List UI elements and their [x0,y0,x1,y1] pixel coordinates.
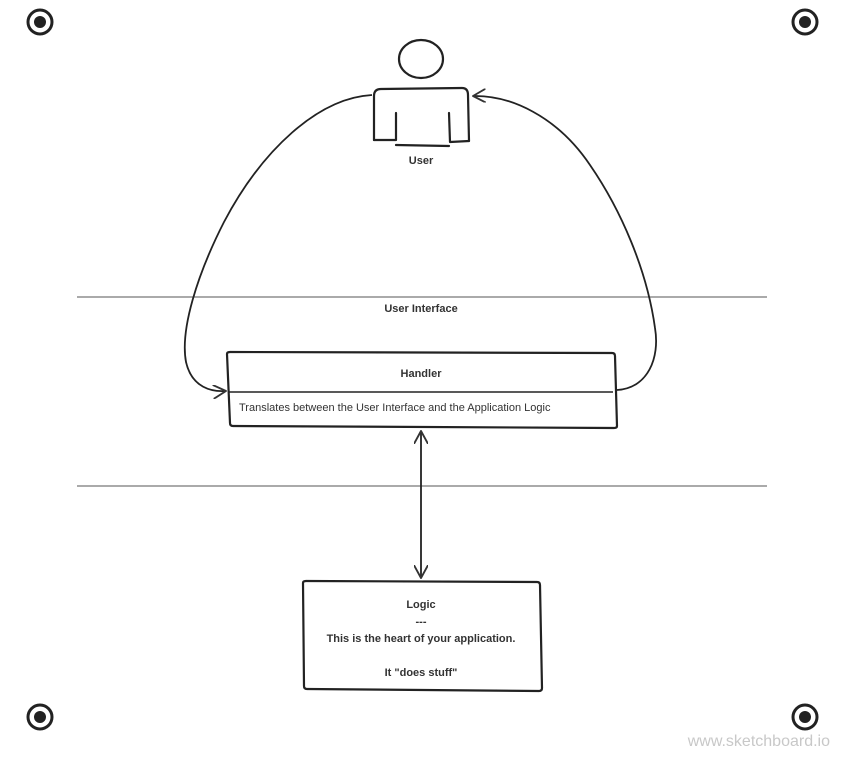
user-icon[interactable] [372,38,471,148]
logic-line-1: This is the heart of your application. [326,633,516,645]
layer-label: User Interface [384,303,458,315]
corner-target-icon-bottom-right [791,703,819,731]
corner-target-icon-top-right [791,8,819,36]
logic-line-2 [305,648,537,665]
corner-target-icon-top-left [26,8,54,36]
watermark: www.sketchboard.io [687,733,830,750]
handler-title: Handler [400,368,442,380]
logic-separator: --- [415,616,427,628]
logic-line-3: It "does stuff" [384,667,458,679]
connector-handler-to-user[interactable] [473,96,657,391]
logic-box[interactable] [301,579,544,693]
corner-target-icon-bottom-left [26,703,54,731]
handler-box[interactable] [225,350,619,430]
user-label: User [408,155,434,167]
handler-description: Translates between the User Interface an… [239,402,551,414]
logic-title: Logic [406,599,436,611]
connector-user-to-handler[interactable] [183,94,373,391]
logic-box-text: Logic --- This is the heart of your appl… [305,597,537,682]
